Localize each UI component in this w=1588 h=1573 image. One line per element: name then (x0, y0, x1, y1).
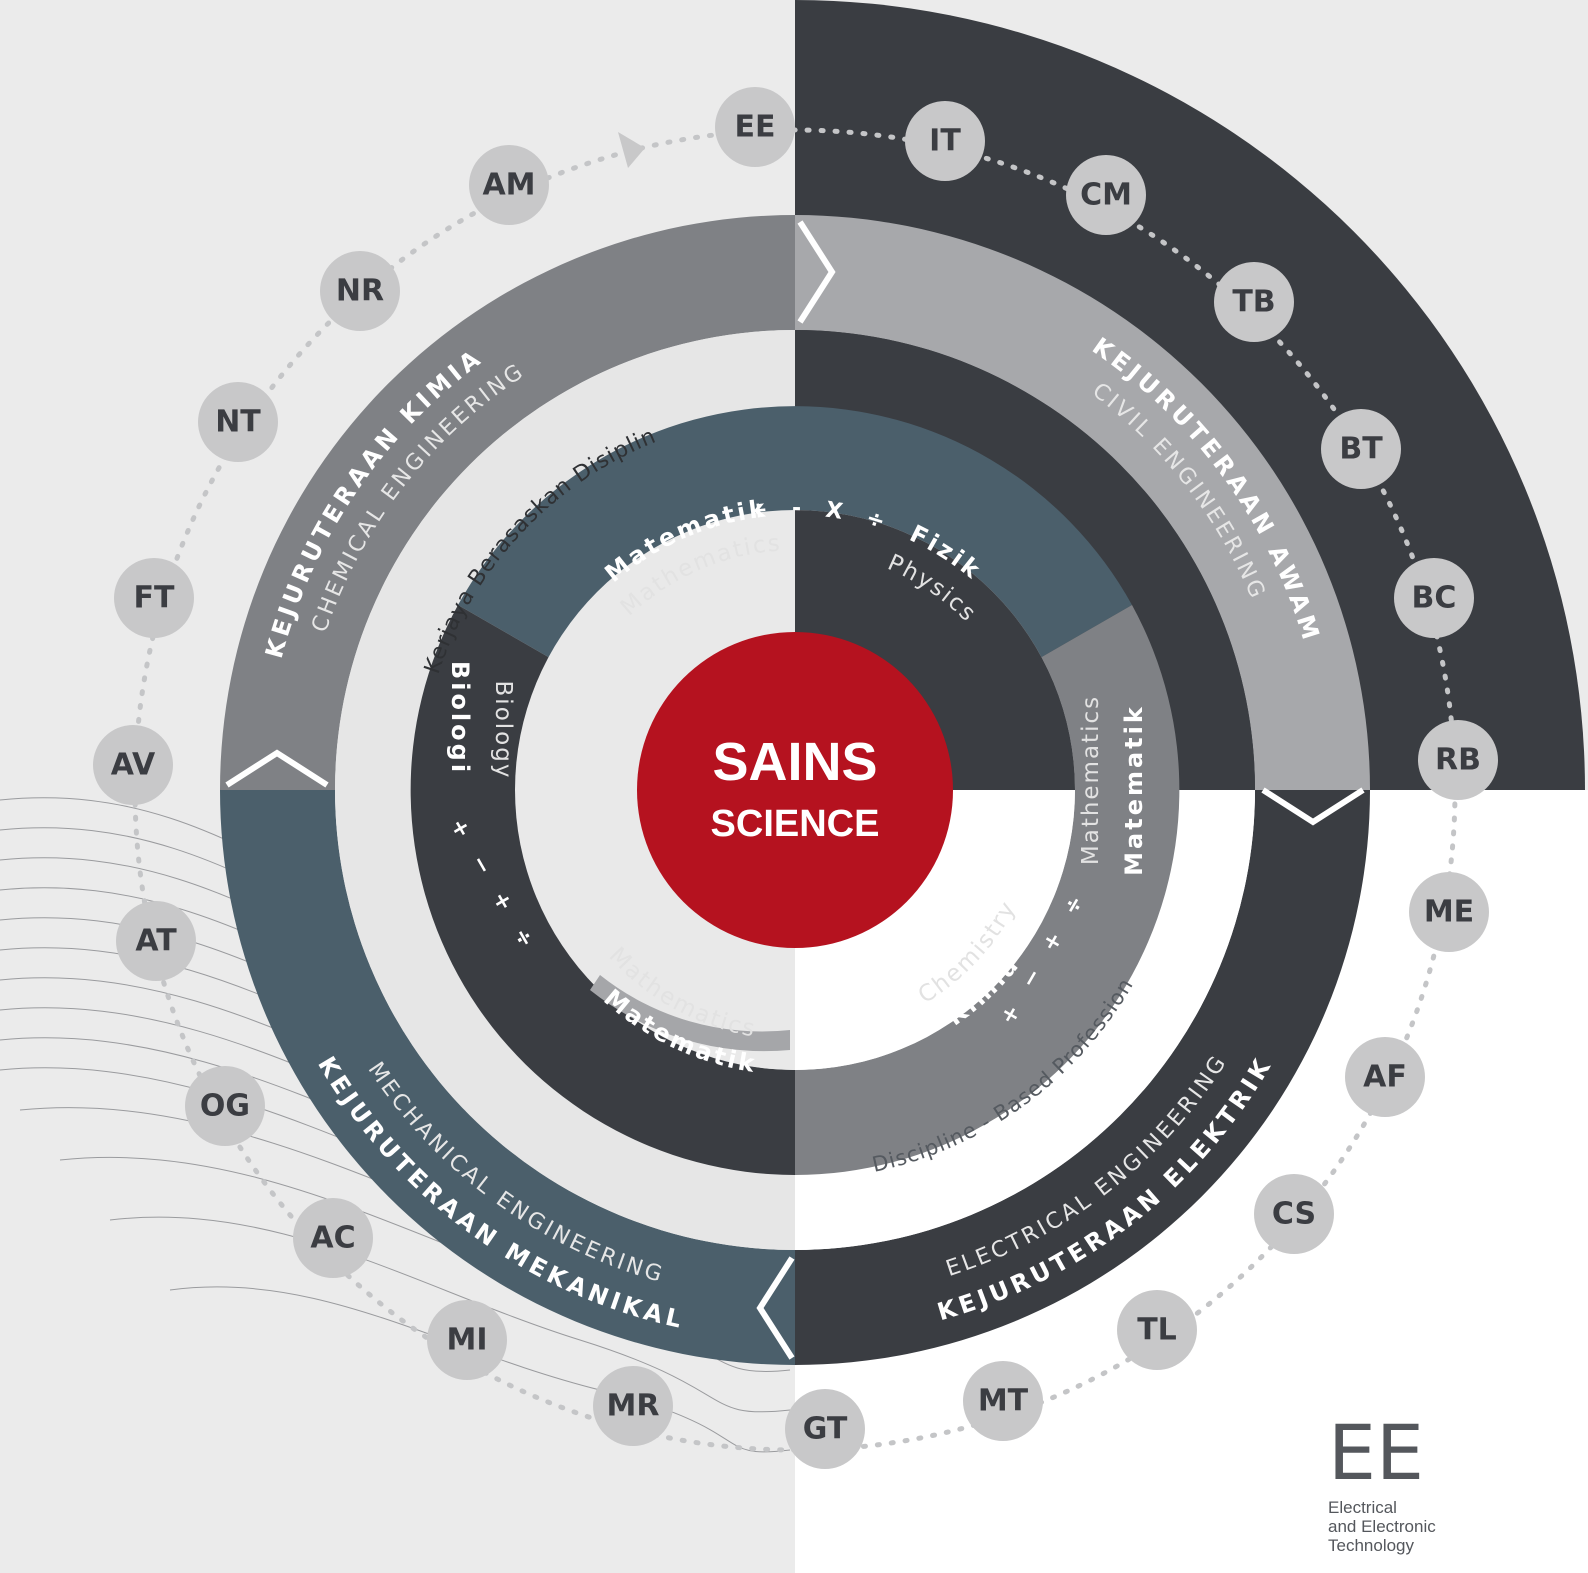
svg-text:MR: MR (607, 1389, 660, 1424)
svg-text:AV: AV (111, 748, 156, 783)
program-node[interactable]: NT (198, 382, 278, 462)
chevron-left-icon (756, 1256, 795, 1360)
logo-name: Electrical and Electronic Technology (1328, 1498, 1436, 1555)
inner-chemistry (795, 605, 1180, 1175)
svg-text:CS: CS (1272, 1197, 1316, 1232)
ring-civil-engineering (795, 215, 1370, 790)
program-node[interactable]: AC (293, 1198, 373, 1278)
svg-text:NT: NT (215, 405, 261, 440)
svg-text:FT: FT (134, 581, 175, 616)
svg-text:TL: TL (1137, 1313, 1177, 1348)
program-node[interactable]: TL (1117, 1290, 1197, 1370)
biology-title-en: Biology (490, 681, 516, 780)
svg-text:RB: RB (1435, 743, 1481, 778)
svg-text:MI: MI (446, 1323, 487, 1358)
program-node[interactable]: AM (469, 145, 549, 225)
svg-text:AC: AC (310, 1221, 355, 1256)
program-node[interactable]: RB (1418, 720, 1498, 800)
program-node[interactable]: AV (93, 725, 173, 805)
program-node[interactable]: BT (1321, 409, 1401, 489)
chevron-right-icon (797, 220, 836, 324)
center-title-en: SCIENCE (711, 803, 880, 845)
program-node[interactable]: CM (1066, 155, 1146, 235)
program-node[interactable]: ME (1409, 872, 1489, 952)
program-node[interactable]: CS (1254, 1174, 1334, 1254)
program-node[interactable]: MR (593, 1366, 673, 1446)
program-node[interactable]: GT (785, 1389, 865, 1469)
svg-text:AF: AF (1363, 1060, 1407, 1095)
svg-text:CM: CM (1080, 178, 1132, 213)
math-right-title-ms: Matematik (1120, 704, 1148, 876)
svg-text:ME: ME (1424, 895, 1474, 930)
center-science-circle (637, 632, 953, 948)
chevron-up-icon (225, 749, 329, 788)
svg-text:TB: TB (1232, 285, 1275, 320)
program-node[interactable]: FT (114, 558, 194, 638)
svg-text:AM: AM (482, 168, 535, 203)
program-node[interactable]: TB (1214, 262, 1294, 342)
chevron-down-icon (1261, 787, 1365, 826)
math-right-title-en: Mathematics (1078, 695, 1104, 865)
program-node[interactable]: NR (320, 251, 400, 331)
svg-text:EE: EE (735, 110, 776, 145)
biology-title-ms: Biologi (446, 661, 474, 775)
ee-logo: EE Electrical and Electronic Technology (1312, 1406, 1474, 1562)
svg-text:GT: GT (803, 1412, 848, 1447)
svg-text:IT: IT (929, 124, 961, 159)
ring-chemical-engineering (220, 215, 795, 790)
program-node[interactable]: EE (715, 87, 795, 167)
svg-text:NR: NR (336, 274, 384, 309)
ring-mechanical-engineering (220, 790, 795, 1365)
ring-electrical-engineering (795, 790, 1370, 1365)
svg-text:MT: MT (978, 1384, 1029, 1419)
program-node[interactable]: MI (427, 1300, 507, 1380)
program-nodes: EE IT CM TB BT BC RB ME AF CS TL MT GT M… (93, 87, 1498, 1469)
program-node[interactable]: AT (116, 901, 196, 981)
logo-abbreviation: EE (1328, 1408, 1425, 1497)
program-node[interactable]: IT (905, 101, 985, 181)
center-title-ms: SAINS (712, 732, 877, 792)
inner-math-physics (458, 406, 1132, 658)
program-node[interactable]: OG (185, 1066, 265, 1146)
program-node[interactable]: MT (963, 1361, 1043, 1441)
core-swirl (590, 975, 790, 1052)
svg-text:AT: AT (135, 924, 177, 959)
svg-text:BC: BC (1412, 581, 1457, 616)
program-path-arrow (618, 132, 645, 168)
inner-biology (410, 605, 795, 1175)
program-node[interactable]: AF (1345, 1037, 1425, 1117)
svg-text:OG: OG (200, 1089, 250, 1124)
program-node[interactable]: BC (1394, 558, 1474, 638)
svg-text:BT: BT (1339, 432, 1383, 467)
